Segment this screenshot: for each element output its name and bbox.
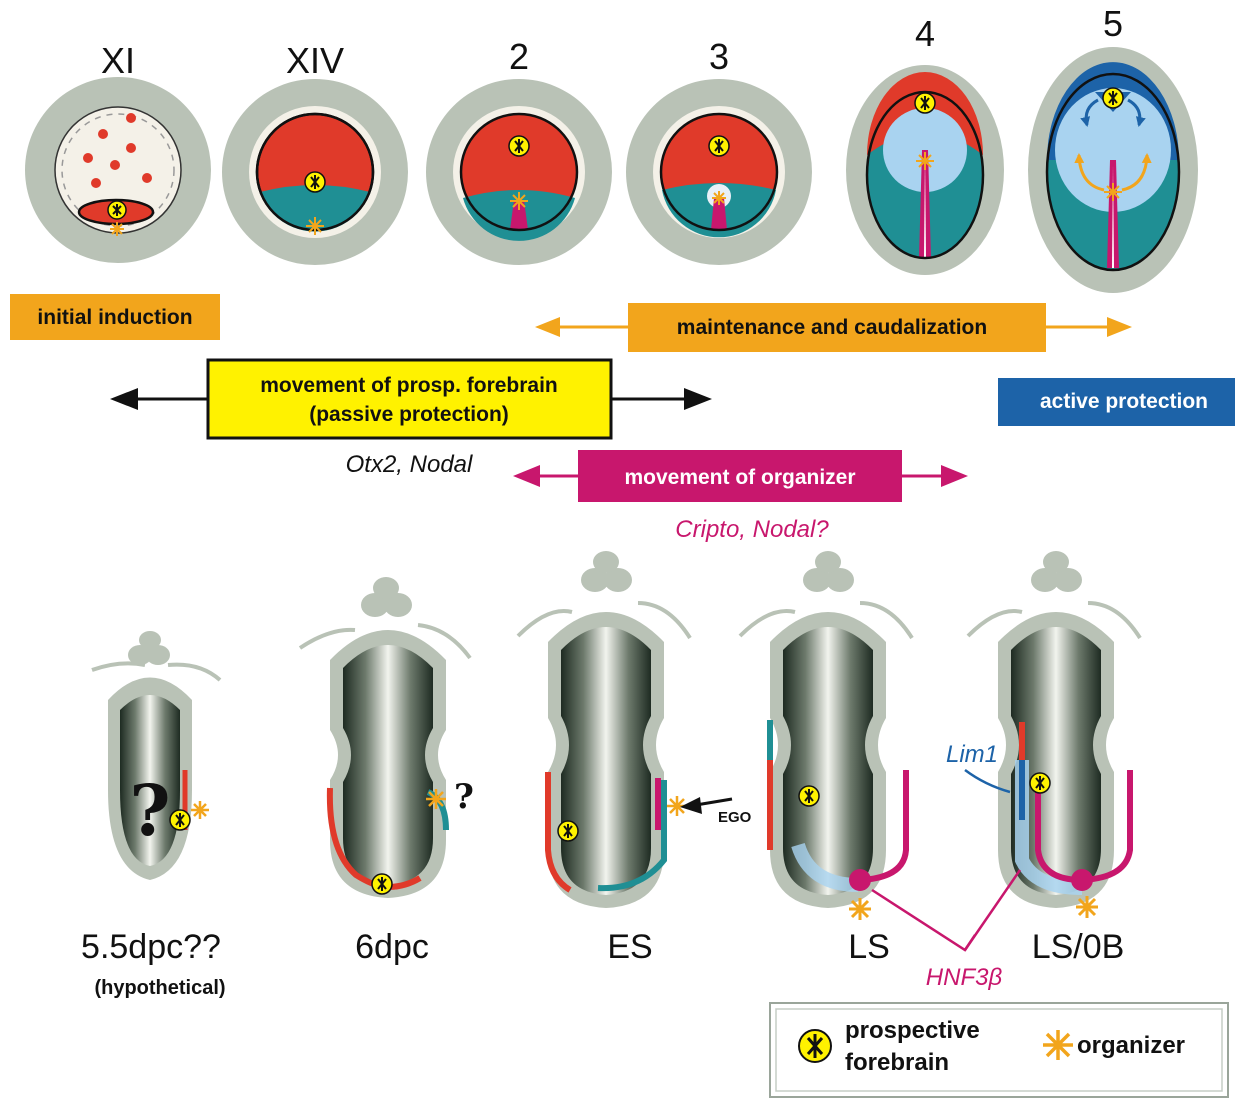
embryo-stage-2 <box>426 79 612 265</box>
legend-organizer-icon <box>1043 1030 1073 1060</box>
embryo-es <box>518 551 690 908</box>
forebrain-marker <box>799 786 819 806</box>
stage-label-ls: LS <box>848 928 890 966</box>
stage-label-5: 5 <box>1103 3 1123 44</box>
otx2-nodal-label: Otx2, Nodal <box>346 451 473 478</box>
forebrain-marker <box>170 810 190 830</box>
forebrain-marker <box>372 874 392 894</box>
organizer-marker <box>426 789 446 809</box>
legend: prospective forebrain organizer <box>770 1003 1228 1097</box>
forebrain-movement-label-2: (passive protection) <box>309 403 509 426</box>
forebrain-marker <box>1030 773 1050 793</box>
hnf3b-pointer-tick <box>965 935 975 950</box>
embryo-stage-5 <box>1028 47 1198 293</box>
stage-label-es: ES <box>607 928 652 966</box>
organizer-marker <box>1076 896 1098 918</box>
question-mark-large: ? <box>129 769 170 852</box>
lim1-label: Lim1 <box>946 741 998 768</box>
organizer-movement-label: movement of organizer <box>624 466 855 489</box>
organizer-marker <box>849 898 871 920</box>
embryo-stage-3 <box>626 79 812 265</box>
stage-label-6dpc: 6dpc <box>355 928 429 966</box>
legend-forebrain-line1: prospective <box>845 1017 980 1044</box>
embryo-stage-4 <box>846 65 1004 275</box>
stage-label-5-5dpc: 5.5dpc?? <box>81 928 221 966</box>
organizer-marker <box>191 801 209 819</box>
forebrain-movement-label-1: movement of prosp. forebrain <box>260 374 558 397</box>
embryo-6dpc <box>300 577 470 898</box>
question-mark-small: ? <box>454 777 474 817</box>
maintenance-label: maintenance and caudalization <box>677 316 987 339</box>
embryo-stage-xiv <box>222 79 408 265</box>
stage-label-ls-0b: LS/0B <box>1032 928 1125 966</box>
active-protection-label: active protection <box>1040 390 1208 413</box>
cripto-nodal-label: Cripto, Nodal? <box>675 516 829 543</box>
forebrain-marker <box>558 821 578 841</box>
initial-induction-label: initial induction <box>37 306 192 329</box>
hnf3b-pointer <box>872 870 1020 950</box>
embryo-ls-0b <box>968 551 1140 908</box>
stage-label-xi: XI <box>101 40 135 81</box>
forebrain-movement-box <box>208 360 611 438</box>
stage-label-3: 3 <box>709 36 729 77</box>
embryo-stage-xi <box>25 77 211 263</box>
embryo-ls <box>740 551 912 908</box>
hypothetical-note: (hypothetical) <box>94 977 225 999</box>
hnf3b-label: HNF3β <box>926 964 1003 991</box>
legend-forebrain-icon <box>799 1030 831 1062</box>
legend-forebrain-line2: forebrain <box>845 1049 949 1076</box>
legend-organizer-label: organizer <box>1077 1032 1185 1059</box>
stage-label-4: 4 <box>915 13 935 54</box>
stage-label-xiv: XIV <box>286 40 344 81</box>
ego-label: EGO <box>718 809 752 826</box>
stage-label-2: 2 <box>509 36 529 77</box>
